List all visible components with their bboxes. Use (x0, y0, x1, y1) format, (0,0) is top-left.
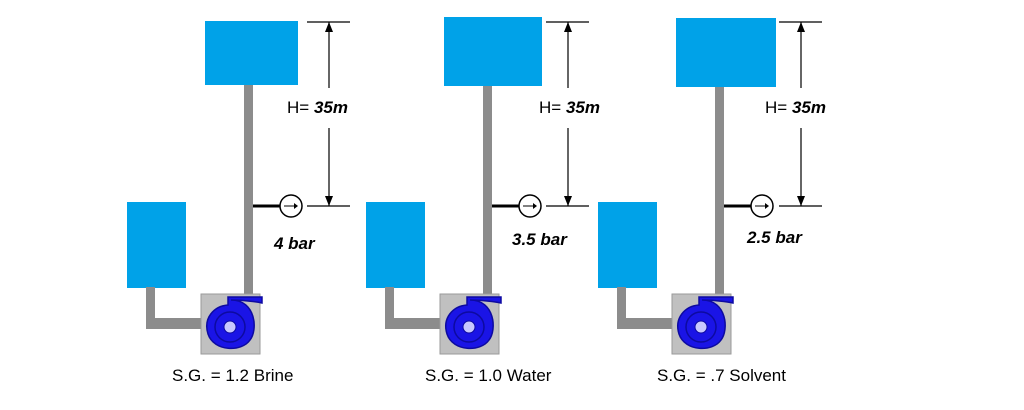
discharge-tank (205, 21, 298, 85)
suction-pipe-vertical (146, 287, 155, 329)
pressure-gauge-icon (279, 194, 303, 218)
suction-pipe-horizontal (146, 318, 231, 329)
suction-pipe-horizontal (617, 318, 702, 329)
arrow-up-icon (797, 22, 805, 32)
specific-gravity-caption: S.G. = 1.2 Brine (172, 366, 293, 385)
head-label: H= 35m (765, 98, 826, 117)
pressure-reading: 3.5 bar (512, 230, 568, 249)
specific-gravity-caption: S.G. = 1.0 Water (425, 366, 552, 385)
head-value: 35m (314, 98, 348, 117)
centrifugal-pump-icon (671, 293, 734, 355)
centrifugal-pump-icon (439, 293, 502, 355)
discharge-pipe (483, 84, 492, 299)
arrow-down-icon (564, 196, 572, 206)
pressure-gauge-icon (518, 194, 542, 218)
pressure-reading: 2.5 bar (746, 228, 803, 247)
arrow-up-icon (325, 22, 333, 32)
arrow-down-icon (325, 196, 333, 206)
discharge-tank (676, 18, 776, 87)
head-prefix: H= (287, 98, 314, 117)
head-prefix: H= (765, 98, 792, 117)
suction-tank (366, 202, 425, 288)
suction-tank (127, 202, 186, 288)
suction-pipe-vertical (617, 287, 626, 329)
head-value: 35m (792, 98, 826, 117)
head-prefix: H= (539, 98, 566, 117)
pressure-gauge-icon (750, 194, 774, 218)
specific-gravity-caption: S.G. = .7 Solvent (657, 366, 786, 385)
discharge-pipe (715, 85, 724, 300)
head-label: H= 35m (287, 98, 348, 117)
arrow-down-icon (797, 196, 805, 206)
head-label: H= 35m (539, 98, 600, 117)
discharge-tank (444, 17, 542, 86)
centrifugal-pump-icon (200, 293, 263, 355)
suction-tank (598, 202, 657, 288)
pressure-reading: 4 bar (273, 234, 316, 253)
suction-pipe-horizontal (385, 318, 470, 329)
arrow-up-icon (564, 22, 572, 32)
discharge-pipe (244, 83, 253, 298)
suction-pipe-vertical (385, 287, 394, 329)
head-value: 35m (566, 98, 600, 117)
